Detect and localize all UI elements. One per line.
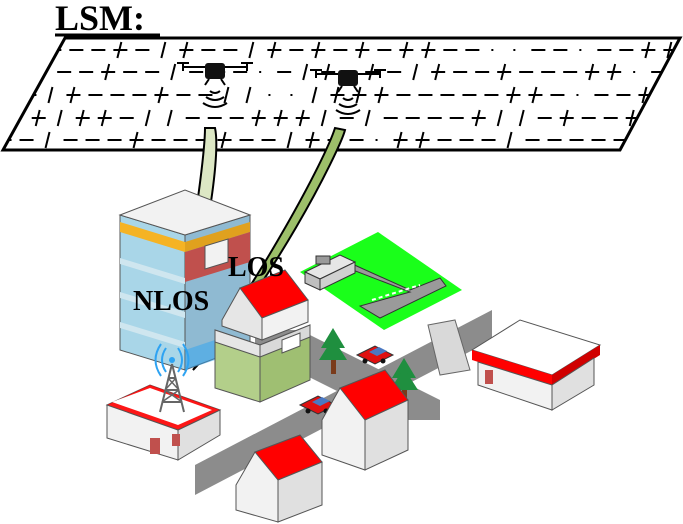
map-mark	[295, 109, 310, 127]
map-mark	[66, 86, 81, 104]
map-mark	[421, 41, 436, 59]
map-mark	[31, 109, 46, 127]
map-mark	[559, 109, 574, 127]
map-mark	[518, 109, 525, 127]
map-mark	[496, 109, 503, 127]
map-mark	[217, 131, 232, 149]
map-mark	[431, 63, 446, 81]
map-mark	[320, 109, 327, 127]
map-mark	[355, 41, 370, 59]
map-mark	[528, 86, 543, 104]
map-mark	[607, 63, 622, 81]
map-mark	[75, 109, 90, 127]
map-mark	[393, 131, 408, 149]
map-mark	[160, 41, 167, 59]
map-mark	[129, 131, 144, 149]
map-mark	[251, 109, 266, 127]
cell-tower-icon	[154, 343, 190, 413]
map-mark	[170, 63, 177, 81]
map-mark	[311, 86, 318, 104]
map-mark	[399, 41, 414, 59]
office-building	[118, 189, 252, 371]
map-mark	[25, 41, 40, 59]
map-mark	[154, 86, 169, 104]
nlos-label: NLOS	[133, 286, 209, 317]
map-mark	[273, 109, 288, 127]
drone-icon	[177, 62, 253, 108]
station-building	[470, 319, 602, 411]
map-mark	[506, 86, 521, 104]
house-bottom-right	[321, 369, 409, 471]
airfield	[300, 232, 462, 330]
map-mark	[415, 131, 430, 149]
map-mark	[412, 63, 419, 81]
map-mark	[44, 131, 51, 149]
map-mark	[101, 63, 116, 81]
map-mark	[506, 131, 513, 149]
house-bottom	[235, 434, 323, 523]
map-mark	[3, 86, 15, 104]
map-mark	[364, 109, 371, 127]
map-mark	[585, 63, 600, 81]
los-beam	[192, 126, 347, 371]
map-mark	[286, 131, 293, 149]
map-mark	[497, 63, 512, 81]
los-label: LOS	[228, 252, 284, 283]
map-mark	[3, 41, 18, 59]
map-mark	[179, 41, 194, 59]
map-mark	[248, 41, 255, 59]
map-mark	[56, 109, 63, 127]
map-mark	[352, 86, 367, 104]
map-mark	[311, 41, 326, 59]
map-mark	[365, 63, 380, 81]
drone-icon	[310, 69, 386, 115]
map-mark	[302, 63, 309, 81]
map-mark	[97, 109, 112, 127]
car-icon	[355, 345, 395, 365]
map-mark	[166, 109, 173, 127]
map-mark	[471, 109, 486, 127]
map-mark	[47, 86, 54, 104]
title-text: LSM:	[55, 0, 145, 38]
map-mark	[113, 41, 128, 59]
tree-icon	[319, 328, 347, 374]
map-mark	[321, 63, 336, 81]
map-mark	[144, 109, 151, 127]
map-mark	[245, 86, 252, 104]
house-green	[214, 269, 311, 403]
map-mark	[305, 131, 320, 149]
map-mark	[641, 41, 656, 59]
map-mark	[330, 86, 345, 104]
map-mark	[267, 41, 282, 59]
map-mark	[374, 86, 389, 104]
map-mark	[223, 86, 230, 104]
